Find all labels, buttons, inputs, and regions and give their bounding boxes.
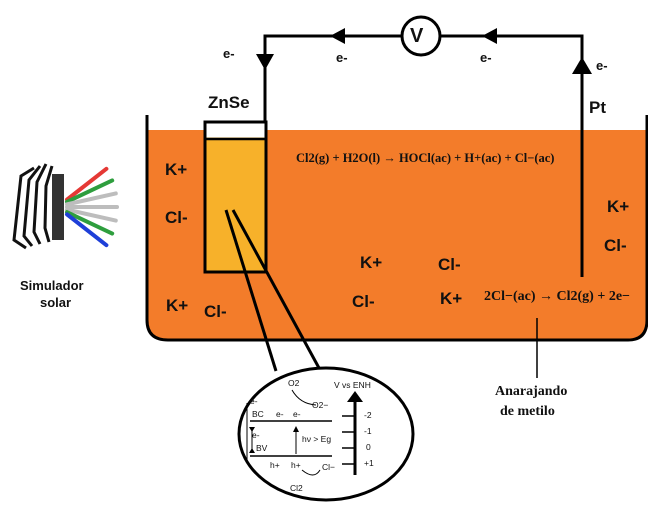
reaction-equation-2: 2Cl−(ac) → Cl2(g) + 2e− <box>484 289 631 304</box>
electrolyte-label: Anarajando <box>495 384 568 399</box>
electron-label: e- <box>336 50 348 65</box>
arrow-left-icon <box>330 28 345 44</box>
light-beam <box>65 207 118 223</box>
light-beam <box>65 166 109 202</box>
light-beam <box>65 178 115 204</box>
inset-bv-label: BV <box>256 443 268 453</box>
axis-tick-label: 0 <box>366 442 371 452</box>
reaction-equation-1: Cl2(g) + H2O(l) → HOCl(ac) + H+(ac) + Cl… <box>296 151 555 165</box>
light-beam <box>65 212 109 248</box>
znse-electrode <box>203 120 268 274</box>
ion-label: K+ <box>165 160 188 179</box>
ion-label: K+ <box>166 296 189 315</box>
arrow-down-icon <box>256 54 274 70</box>
znse-label: ZnSe <box>208 93 250 112</box>
band-diagram-inset <box>237 366 415 502</box>
light-beam <box>65 191 118 207</box>
light-beams <box>65 166 119 248</box>
axis-tick-label: +1 <box>364 458 374 468</box>
arrow-left-icon <box>482 28 497 44</box>
inset-electron-label: e- <box>276 409 284 419</box>
ion-label: K+ <box>360 253 383 272</box>
ion-label: Cl- <box>165 208 188 227</box>
inset-o2-label: O2 <box>288 378 300 388</box>
inset-hole-label: h+ <box>270 460 280 470</box>
voltmeter-label: V <box>410 25 424 47</box>
inset-electron-label: e- <box>252 430 260 440</box>
inset-cl-minus-label: Cl− <box>322 462 335 472</box>
ion-label: Cl- <box>438 255 461 274</box>
ion-label: Cl- <box>604 236 627 255</box>
arrow-up-icon <box>572 57 592 74</box>
electron-label: e- <box>223 46 235 61</box>
solar-simulator-label: solar <box>40 295 72 310</box>
voltmeter-circle <box>400 15 442 57</box>
inset-hv-label: hν > Eg <box>302 434 332 444</box>
ion-label: K+ <box>440 289 463 308</box>
electron-label: e- <box>480 50 492 65</box>
pt-label: Pt <box>589 98 606 117</box>
inset-electron-label: e- <box>250 396 258 406</box>
zoom-line <box>231 209 321 369</box>
ion-label: K+ <box>607 197 630 216</box>
inset-axis-title: V vs ENH <box>334 380 371 390</box>
axis-tick-label: -1 <box>364 426 372 436</box>
axis-tick-label: -2 <box>364 410 372 420</box>
beaker <box>145 115 648 342</box>
zoom-line <box>224 209 278 372</box>
axis-arrow-up-icon <box>347 391 363 402</box>
ion-label: Cl- <box>352 292 375 311</box>
electron-label: e- <box>596 58 608 73</box>
light-beam <box>65 210 115 236</box>
solar-simulator-label: Simulador <box>20 278 84 293</box>
ion-label: Cl- <box>204 302 227 321</box>
electrolyte-solution <box>147 130 647 340</box>
inset-electron-label: e- <box>293 409 301 419</box>
inset-hole-label: h+ <box>291 460 301 470</box>
inset-o2-minus-label: O2− <box>312 400 329 410</box>
electrolyte-label: de metilo <box>500 404 555 419</box>
inset-cl2-label: Cl2 <box>290 483 303 493</box>
inset-bc-label: BC <box>252 409 264 419</box>
solar-simulator-lamp-icon <box>12 163 64 250</box>
